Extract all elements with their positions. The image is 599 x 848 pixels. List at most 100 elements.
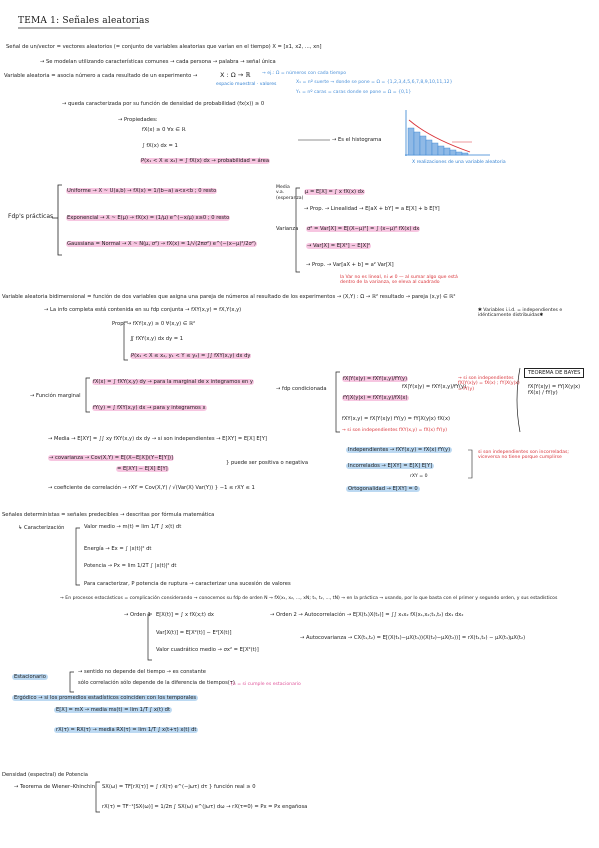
orden1-media: E[X(t)] = ∫ x fX(x;t) dx [156, 612, 214, 618]
estac-note: {a = si cumple es estacionario [230, 682, 301, 687]
marginal-x: fX(x) = ∫ fXY(x,y) dy → para la marginal… [92, 379, 254, 385]
orden2: → Orden 2 → Autocorrelación → E[X(t₁)X(t… [270, 612, 464, 618]
va-note-2: X₁ = nº suerte → donde se pone = Ω = {1,… [296, 80, 453, 85]
fdp-gaussiana: Gaussiana = Normal → X ~ N(μ, σ²) → fX(x… [66, 241, 257, 247]
procesos: → En procesos estocásticos = complicació… [60, 596, 558, 601]
marginal-y: fY(y) = ∫ fXY(x,y) dx → para y integramo… [92, 405, 207, 411]
va-note-3: Y₁ = nº caras = caras donde se pone = Ω … [296, 90, 412, 95]
wiener-2: rX(τ) = TF⁻¹[SX(ω)] = 1/2π ∫ SX(ω) e^(jω… [102, 804, 308, 810]
histogram-figure [405, 110, 490, 156]
bidim-brace [123, 321, 128, 361]
wiener-brace [95, 781, 100, 813]
marginal-label: → Función marginal [30, 393, 81, 399]
ergodico: Ergódico → si los promedios estadísticos… [12, 695, 199, 701]
independientes-text: Independientes → fXY(x,y) = fX(x) fY(y) [346, 447, 453, 453]
independientes: Independientes → fXY(x,y) = fX(x) fY(y) [346, 447, 453, 453]
marginal-x-text: fX(x) = ∫ fXY(x,y) dy → para la marginal… [92, 379, 254, 385]
bidim-definition: Variable aleatoria bidimensional = funci… [2, 294, 456, 300]
incorrelados: Incorrelados → E[XY] = E[X] E[Y] [346, 463, 435, 469]
autocovarianza: → Autocovarianza → CX(t₁,t₂) = E[(X(t₁)−… [300, 635, 526, 641]
prop-2: ∫ fX(x) dx = 1 [142, 143, 178, 149]
orden1-label: → Orden 1 [124, 612, 151, 618]
bidim-sub: → La info completa está contenida en su … [44, 307, 242, 313]
deterministas: Señales deterministas = señales predecib… [2, 512, 215, 518]
histogram-caption: X realizaciones de una variable aleatori… [412, 160, 506, 165]
cond-right: fX|Y(x|y) = fXY(x,y)/fY(y) [402, 384, 467, 390]
densidad-heading: → queda caracterizada por su función de … [62, 101, 265, 107]
varianza-formula-2: → Var[X] = E[X²] − E[X]² [306, 243, 372, 249]
prop-3: P(x₁ < X ≤ x₂) = ∫ fX(x) dx → probabilid… [140, 158, 271, 164]
fdp-uniforme: Uniforme → X ~ U(a,b) → fX(x) = 1/(b−a) … [66, 188, 218, 194]
estacionario-label: Estacionario [12, 674, 48, 680]
senal-sub: → Se modelan utilizando características … [40, 59, 276, 65]
prop-1: fX(x) ≥ 0 ∀x ∈ ℝ [142, 127, 186, 133]
densidad-espectral: Densidad (espectral) de Potencia [2, 772, 88, 778]
va-definition: Variable aleatoria = asocia número a cad… [4, 73, 198, 79]
condicionada-label: → fdp condicionada [276, 386, 327, 392]
bidim-prop-3: P(x₁ < X ≤ x₂, y₁ < Y ≤ y₂) = ∫∫ fXY(x,y… [130, 353, 252, 359]
covarianza-2: = E[XY] − E[X] E[Y] [116, 466, 169, 472]
varianza-label: Varianza [276, 226, 299, 232]
bayes-title: TEOREMA DE BAYES [524, 368, 585, 378]
media-bidim: → Media → E[XY] = ∫∫ xy fXY(x,y) dx dy →… [48, 436, 267, 442]
indep-note: si son independientes son incorreladas; … [478, 450, 569, 461]
cov-note: } puede ser positiva o negativa [226, 460, 309, 466]
caract-valor-medio: Valor medio → m(t) = lim 1/T ∫ x(t) dt [84, 524, 182, 530]
caract-energia: Energía → Ex = ∫ |x(t)|² dt [84, 546, 152, 552]
marginal-y-text: fY(y) = ∫ fXY(x,y) dx → para y integramo… [92, 405, 207, 411]
estacionario-text: Estacionario [12, 674, 48, 680]
covarianza-2-text: = E[XY] − E[X] E[Y] [116, 466, 169, 472]
varianza-prop: → Prop. → Var[aX + b] = a² Var[X] [306, 262, 394, 268]
caracterizacion: ↳ Caracterización [18, 525, 65, 531]
media-label: Media v.a. (esperanza) [276, 185, 304, 201]
ergod-item-2-text: rX(τ) = RX(τ) → media RX(τ) = lim 1/T ∫ … [54, 727, 199, 733]
cond-4: → si son independientes fXY(x,y) = fX(x)… [342, 428, 448, 433]
correlacion: → coeficiente de correlación → rXY = Cov… [48, 485, 255, 491]
covarianza: → covarianza → Cov(X,Y) = E[(X−E[X])(Y−E… [48, 455, 174, 461]
bidim-prop-2: ∬ fXY(x,y) dx dy = 1 [130, 336, 184, 342]
determ-brace [75, 527, 80, 586]
bidim-prop-1: Prop. → fXY(x,y) ≥ 0 ∀(x,y) ∈ ℝ² [112, 321, 196, 327]
varianza-formula: σ² = Var[X] = E[(X−μ)²] = ∫ (x−μ)² fX(x)… [306, 226, 421, 232]
ergod-item-1-text: E[X] = mX → media ms(t) = lim 1/T ∫ x(t)… [54, 707, 172, 713]
varianza-note: la Var no es lineal, ni ≠ 0 — al sumar a… [340, 275, 458, 286]
media-prop: → Prop. → Linealidad → E[aX + bY] = a E[… [304, 206, 440, 212]
bayes-brace [516, 367, 521, 433]
estac-item-2: sólo correlación sólo depende de la dife… [78, 680, 235, 686]
covarianza-text: → covarianza → Cov(X,Y) = E[(X−E[X])(Y−E… [48, 455, 174, 461]
fdps-brace [52, 184, 62, 256]
va-map: X : Ω → ℝ [220, 71, 251, 79]
cond-note: → si son independientes fX|Y(x|y) = fX(x… [458, 376, 520, 392]
senal-definition: Señal de un/vector = vectores aleatorios… [6, 44, 322, 50]
media-formula: μ = E[X] = ∫ x fX(x) dx [304, 189, 366, 195]
iid-note: ✱ Variables i.i.d. = independientes e id… [478, 308, 563, 319]
page-title: TEMA 1: Señales aleatorias [18, 16, 150, 26]
orden1-brace [147, 613, 152, 661]
va-note-1: → ej.: Ω = números con cada tiempo [262, 71, 347, 76]
incorrelados-text: Incorrelados → E[XY] = E[X] E[Y] [346, 463, 435, 469]
fdps-label: Fdp's prácticas [8, 213, 54, 220]
bayes-formula: fX|Y(x|y) = fY|X(y|x) fX(x) / fY(y) [528, 384, 581, 396]
cond-2: fY|X(y|x) = fXY(x,y)/fX(x) [342, 395, 409, 401]
incorrelados-sub: rXY = 0 [410, 474, 428, 479]
cond-brace [335, 371, 340, 433]
caract-potencia: Potencia → Px = lim 1/2T ∫ |x(t)|² dt [84, 563, 177, 569]
cond-1: fX|Y(x|y) = fXY(x,y)/fY(y) [342, 376, 409, 382]
estac-brace [69, 671, 74, 693]
props-heading: → Propiedades: [118, 117, 158, 123]
ergod-item-1: E[X] = mX → media ms(t) = lim 1/T ∫ x(t)… [54, 707, 172, 713]
ortogonalidad-text: Ortogonalidad → E[XY] = 0 [346, 486, 420, 492]
orden1-vcm: Valor cuadrático medio → σx² = E[X²(t)] [156, 647, 259, 653]
ergod-item-2: rX(τ) = RX(τ) → media RX(τ) = lim 1/T ∫ … [54, 727, 199, 733]
va-map-sub: espacio muestral · valores [216, 82, 277, 87]
indep-brace [468, 449, 473, 479]
marginal-brace [85, 377, 90, 413]
fdp-exponencial-text: Exponencial → X ~ E(μ) → fX(x) = (1/μ) e… [66, 215, 231, 221]
fdp-uniforme-text: Uniforme → X ~ U(a,b) → fX(x) = 1/(b−a) … [66, 188, 218, 194]
histogram-label: → Es el histograma [332, 137, 382, 143]
wiener-1: SX(ω) = TF[rX(τ)] = ∫ rX(τ) e^(−jωτ) dτ … [102, 784, 256, 790]
orden1-var: Var[X(t)] = E[X²(t)] − E²[X(t)] [156, 630, 232, 636]
estac-item-1: → sentido no depende del tiempo → es con… [78, 669, 206, 675]
fdp-exponencial: Exponencial → X ~ E(μ) → fX(x) = (1/μ) e… [66, 215, 231, 221]
